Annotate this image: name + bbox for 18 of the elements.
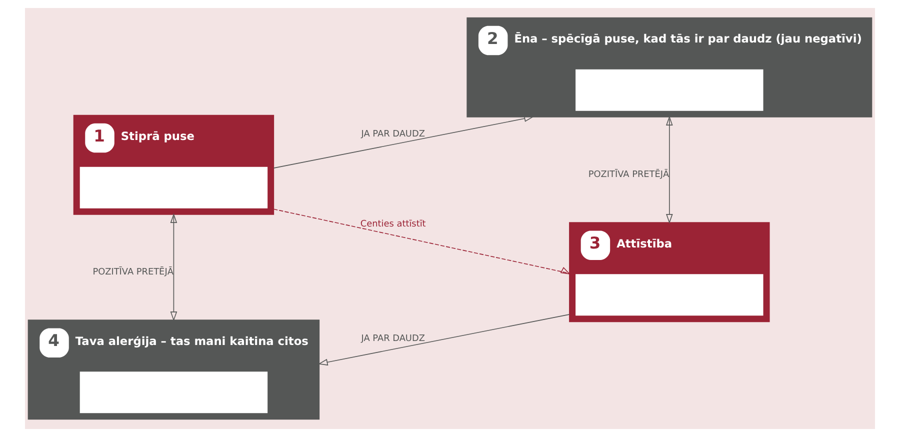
- arrow: [272, 208, 570, 274]
- arrow: [170, 213, 177, 322]
- node-box: [79, 166, 268, 208]
- edge-label: JA PAR DAUDZ: [360, 129, 424, 140]
- node-label: 4: [48, 331, 59, 350]
- node-label: 2: [486, 28, 498, 48]
- edge-label: Centies attīstīt: [360, 219, 426, 230]
- arrow: [272, 115, 534, 168]
- edge-label: POZITĪVA PRETĒJĀ: [92, 267, 173, 278]
- node-label: 1: [93, 126, 104, 146]
- node-box: [575, 274, 763, 316]
- node-label: 3: [588, 234, 600, 253]
- edge-label: POZITĪVA PRETĒJĀ: [588, 170, 669, 180]
- node-box: [79, 372, 268, 414]
- node-box: [575, 69, 763, 111]
- arrow: [317, 314, 570, 366]
- arrow: [666, 116, 672, 224]
- edge-label: JA PAR DAUDZ: [360, 334, 424, 344]
